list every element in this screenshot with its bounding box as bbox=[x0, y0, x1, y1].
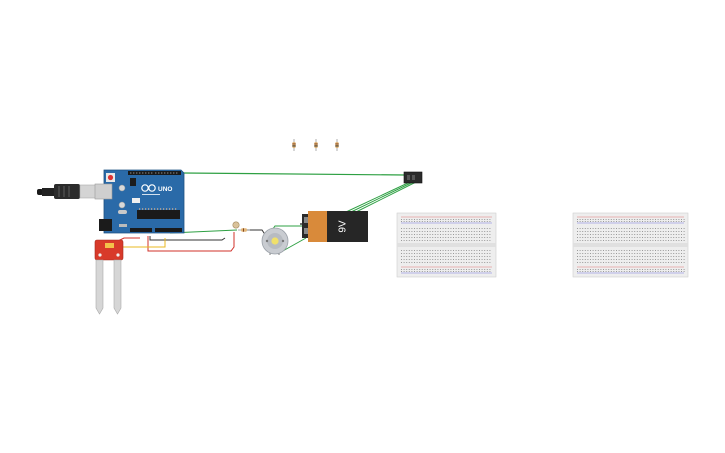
breadboard-holes bbox=[577, 219, 685, 272]
resistor-icon[interactable] bbox=[314, 139, 318, 151]
soil-moisture-sensor-icon[interactable] bbox=[94, 239, 124, 315]
wire-green-transistor-battery-1[interactable] bbox=[345, 181, 411, 213]
arduino-uno-board-icon[interactable]: UNO bbox=[94, 169, 185, 234]
resistor-icon[interactable] bbox=[335, 139, 339, 151]
dc-motor-icon[interactable] bbox=[261, 227, 289, 255]
wire-yellow-sensor-arduino[interactable] bbox=[120, 238, 166, 248]
usb-cable-icon[interactable] bbox=[37, 184, 97, 199]
resistor-icon[interactable] bbox=[292, 139, 296, 151]
breadboard-icon[interactable] bbox=[572, 212, 689, 278]
resistor-icon[interactable] bbox=[232, 221, 250, 232]
board-label: UNO bbox=[158, 186, 172, 193]
arduino-logo-icon bbox=[141, 184, 156, 192]
wire-green-transistor-battery-2[interactable] bbox=[350, 181, 414, 213]
wire-black-arduino-motor[interactable] bbox=[149, 236, 226, 241]
transistor-icon[interactable] bbox=[403, 171, 423, 184]
battery-label: 9V bbox=[338, 220, 349, 233]
wire-red-arduino-sensor[interactable] bbox=[147, 232, 235, 252]
battery-9v-icon[interactable]: 9V bbox=[302, 211, 368, 242]
breadboard-icon[interactable] bbox=[396, 212, 497, 278]
wire-black-resistor-motor[interactable] bbox=[245, 229, 267, 237]
breadboard-holes bbox=[401, 219, 491, 272]
wire-green-transistor-battery-3[interactable] bbox=[355, 181, 417, 213]
wire-green-top[interactable] bbox=[182, 172, 406, 176]
